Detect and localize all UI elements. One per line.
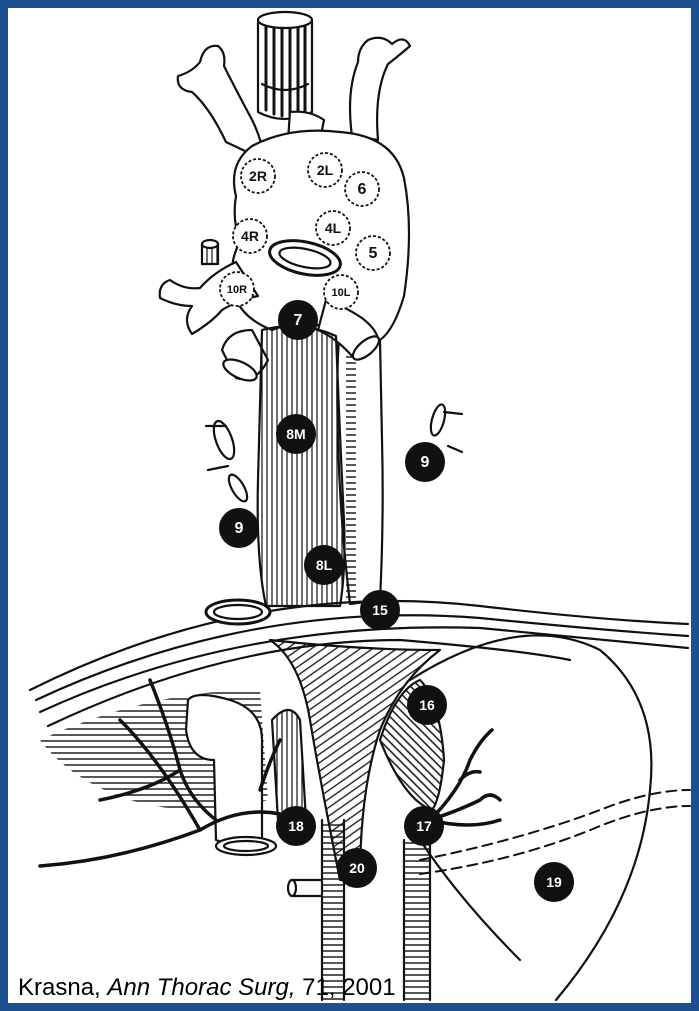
citation: Krasna, Ann Thorac Surg, 71, 2001 [18,974,396,1002]
node-label: 19 [546,874,562,890]
lymph-node-2l-open-1: 2L [308,153,342,187]
lymph-node-18-filled-7: 18 [277,807,315,845]
citation-journal: Ann Thorac Surg, [107,974,295,1001]
lymph-node-6-open-2: 6 [345,172,379,206]
lymph-node-8l-filled-4: 8L [305,546,343,584]
node-label: 16 [419,697,435,713]
node-label: 4L [325,220,342,236]
node-label: 6 [358,181,367,198]
lymph-node-20-filled-9: 20 [338,849,376,887]
node-label: 4R [241,228,259,244]
node-label: 8M [286,426,305,442]
node-label: 2L [317,162,334,178]
lymph-node-19-filled-10: 19 [535,863,573,901]
lymph-node-10r-open-6: 10R [220,272,254,306]
lymph-node-2r-open-0: 2R [241,159,275,193]
node-label: 15 [372,602,388,618]
node-label: 17 [416,818,432,834]
lymph-node-10l-open-7: 10L [324,275,358,309]
node-label: 5 [369,245,378,262]
crus-pillar [272,710,306,820]
stomach [410,635,651,1000]
lymph-node-4l-open-4: 4L [316,211,350,245]
node-label: 20 [349,860,365,876]
lymph-node-16-filled-6: 16 [408,686,446,724]
node-label: 2R [249,168,267,184]
lymph-node-17-filled-8: 17 [405,807,443,845]
citation-rest: 71, 2001 [296,974,396,1001]
trachea-rings [258,12,312,119]
node-label: 18 [288,818,304,834]
node-label: 9 [421,454,430,471]
lymph-node-15-filled-5: 15 [361,591,399,629]
node-label: 8L [316,557,333,573]
lymph-node-7-filled-0: 7 [279,301,317,339]
node-label: 10L [332,287,351,299]
aorta-hatch [346,350,356,600]
lymph-node-9-filled-3: 9 [220,509,258,547]
lymph-node-4r-open-3: 4R [233,219,267,253]
node-label: 9 [235,520,244,537]
node-label: 10R [227,284,247,296]
citation-author: Krasna, [18,974,107,1001]
lymph-node-5-open-5: 5 [356,236,390,270]
node-label: 7 [294,312,303,329]
lymph-node-9-filled-2: 9 [406,443,444,481]
lymph-node-8m-filled-1: 8M [277,415,315,453]
